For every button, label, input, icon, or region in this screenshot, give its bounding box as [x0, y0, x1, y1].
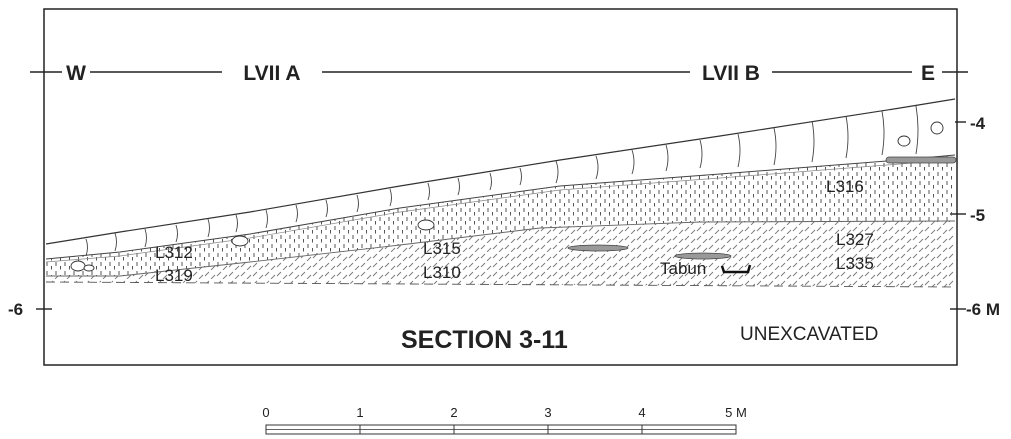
- elevation-label-left: -6: [8, 300, 23, 319]
- elevation-label-top: -4: [970, 114, 986, 133]
- stratum-middle: [46, 155, 955, 276]
- tabun-feature: [720, 264, 752, 274]
- scale-tick-label: 2: [450, 405, 457, 420]
- tabun-label: Tabun: [660, 259, 706, 278]
- locus-label: L316: [826, 177, 864, 196]
- surface-line: [45, 98, 956, 245]
- section-frame: [43, 8, 958, 366]
- scale-tick-label: 1: [356, 405, 363, 420]
- stratum-topsoil: [46, 99, 955, 259]
- locus-label: L315: [423, 239, 461, 258]
- topsoil-clods: [85, 105, 919, 257]
- elevation-label-bottom: -6 M: [966, 300, 1000, 319]
- scale-tick-label: 3: [544, 405, 551, 420]
- stone-lenses: [70, 121, 957, 272]
- locus-label: L312: [155, 243, 193, 262]
- section-title: SECTION 3-11: [401, 326, 568, 354]
- scale-tick-label: 4: [638, 405, 645, 420]
- square-b-label: LVII B: [702, 62, 760, 85]
- stratum-lower: [46, 221, 955, 287]
- scale-tick-label: 0: [262, 405, 269, 420]
- locus-label: L335: [836, 254, 874, 273]
- east-label: E: [921, 62, 935, 85]
- unexcavated-label: UNEXCAVATED: [740, 324, 878, 345]
- locus-label: L327: [836, 230, 874, 249]
- locus-label: L310: [423, 263, 461, 282]
- locus-label: L319: [155, 266, 193, 285]
- scale-bar: [265, 424, 737, 435]
- scale-tick-label: 5 M: [725, 405, 747, 420]
- west-label: W: [66, 62, 86, 85]
- elevation-label-mid: -5: [970, 206, 985, 225]
- square-a-label: LVII A: [243, 62, 300, 85]
